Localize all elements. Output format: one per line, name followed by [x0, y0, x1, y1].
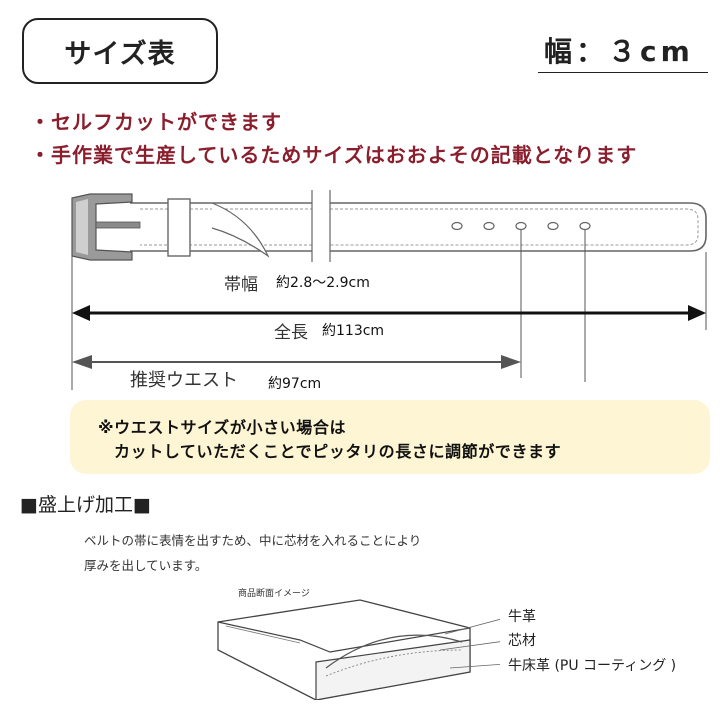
recommended-waist-value: 約97cm: [268, 376, 322, 392]
total-length-label: 全長: [274, 323, 308, 343]
page-title: サイズ表: [64, 38, 176, 70]
cross-section-diagram: [217, 599, 500, 700]
cross-section-caption: 商品断面イメージ: [238, 589, 310, 599]
layer-core-label: 芯材: [508, 633, 536, 649]
belt-holes: [451, 221, 591, 231]
info-box: ※ウエストサイズが小さい場合は カットしていただくことでピッタリの長さに調節がで…: [70, 400, 710, 474]
finishing-description-2: 厚みを出しています。: [84, 558, 208, 573]
layer-top-label: 牛革: [508, 609, 536, 625]
note-handmade: ・手作業で生産しているためサイズはおおよその記載となります: [30, 143, 638, 167]
band-width-label: 帯幅: [224, 275, 258, 295]
page-title-badge: サイズ表: [22, 18, 218, 84]
belt-keeper: [167, 198, 191, 257]
note-self-cut: ・セルフカットができます: [30, 110, 282, 134]
belt-diagram: [71, 190, 707, 390]
layer-bottom-label: 牛床革 (PU コーティング ): [508, 658, 677, 674]
info-line-1: ※ウエストサイズが小さい場合は: [98, 418, 347, 437]
buckle-icon: [71, 193, 141, 261]
total-length-arrow: [72, 305, 706, 321]
width-label: 幅：３cm: [544, 35, 694, 68]
info-line-2: カットしていただくことでピッタリの長さに調節ができます: [114, 442, 562, 461]
recommended-waist-label: 推奨ウエスト: [130, 370, 238, 391]
section-title-finishing: ■盛上げ加工■: [20, 494, 151, 516]
belt-thickness-detail: [211, 202, 270, 258]
width-underline: [538, 72, 708, 73]
total-length-value: 約113cm: [322, 323, 385, 339]
waist-length-arrow: [72, 355, 521, 369]
belt-strap: [130, 202, 707, 252]
finishing-description-1: ベルトの帯に表情を出すため、中に芯材を入れることにより: [84, 533, 422, 548]
band-width-value: 約2.8～2.9cm: [276, 275, 370, 291]
